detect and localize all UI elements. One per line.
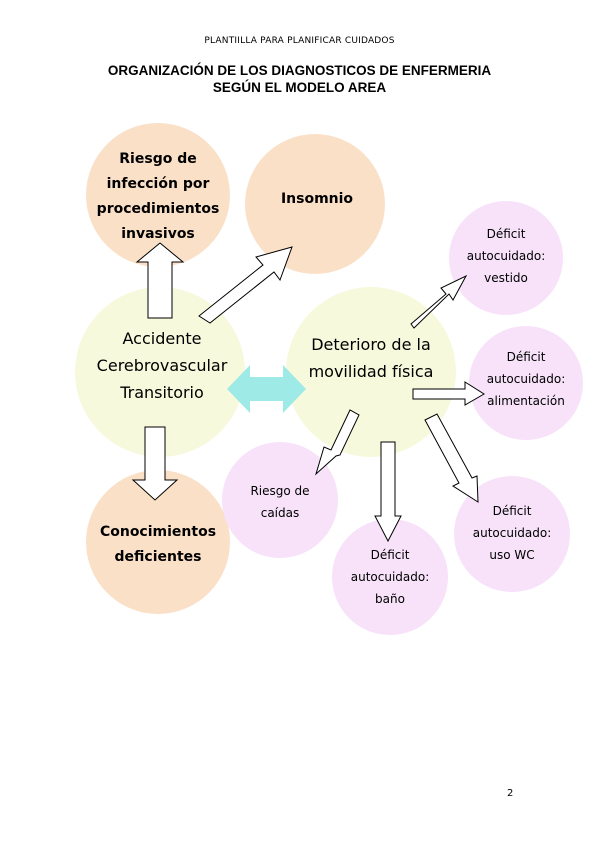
label-vestido: Déficit autocuidado: vestido: [467, 227, 546, 285]
arrow-acv-to-conocimientos: [131, 426, 179, 501]
arrow-deterioro-to-vestido: [410, 274, 468, 329]
label-line: movilidad física: [309, 362, 434, 381]
label-line: Déficit: [493, 504, 532, 518]
label-line: alimentación: [487, 394, 565, 408]
label-deterioro: Deterioro de la movilidad física: [309, 335, 434, 381]
circle-alimentacion: [469, 326, 583, 440]
label-alimentacion: Déficit autocuidado: alimentación: [487, 350, 566, 408]
arrow-deterioro-to-alimentacion: [412, 381, 485, 406]
label-line: autocuidado:: [487, 372, 566, 386]
label-line: autocuidado:: [473, 526, 552, 540]
label-line: Riesgo de: [119, 151, 196, 167]
label-line: Deterioro de la: [311, 335, 431, 354]
label-insomnio: Insomnio: [281, 191, 353, 207]
label-line: Déficit: [371, 548, 410, 562]
label-line: uso WC: [489, 548, 534, 562]
page-title: ORGANIZACIÓN DE LOS DIAGNOSTICOS DE ENFE…: [0, 62, 599, 96]
arrow-deterioro-to-bano: [374, 441, 402, 543]
arrow-acv-to-riesgo-infeccion: [135, 242, 185, 319]
circle-insomnio: [245, 134, 385, 274]
label-line: Conocimientos: [100, 524, 216, 540]
circle-riesgo-infeccion: [86, 123, 230, 267]
page-header: PLANTIILLA PARA PLANIFICAR CUIDADOS: [204, 36, 395, 46]
title-line-1: ORGANIZACIÓN DE LOS DIAGNOSTICOS DE ENFE…: [107, 63, 492, 78]
label-line: infección por: [107, 176, 210, 192]
circle-uso-wc: [454, 476, 570, 592]
label-line: vestido: [484, 271, 528, 285]
label-line: Déficit: [507, 350, 546, 364]
circle-vestido: [449, 201, 563, 315]
circle-acv: [75, 287, 245, 457]
circle-conocimientos: [86, 470, 230, 614]
label-line: Déficit: [487, 227, 526, 241]
label-line: invasivos: [121, 226, 195, 242]
double-arrow-acv-deterioro: [227, 365, 306, 413]
label-line: Cerebrovascular: [97, 356, 228, 375]
label-line: Riesgo de: [250, 484, 309, 498]
label-line: autocuidado:: [351, 570, 430, 584]
label-uso-wc: Déficit autocuidado: uso WC: [473, 504, 552, 562]
label-line: caídas: [261, 506, 300, 520]
label-line: Insomnio: [281, 191, 353, 207]
circle-bano: [332, 519, 448, 635]
arrow-deterioro-to-uso-wc: [424, 413, 479, 503]
label-line: autocuidado:: [467, 249, 546, 263]
label-line: deficientes: [115, 549, 202, 565]
title-line-2: SEGÚN EL MODELO AREA: [212, 80, 387, 95]
label-bano: Déficit autocuidado: baño: [351, 548, 430, 606]
circle-caidas: [222, 442, 338, 558]
label-conocimientos: Conocimientos deficientes: [100, 524, 216, 565]
arrow-acv-to-insomnio: [198, 246, 293, 324]
page-number: 2: [507, 788, 514, 799]
label-line: procedimientos: [97, 201, 220, 217]
arrow-deterioro-to-caidas: [315, 409, 360, 476]
label-riesgo-infeccion: Riesgo de infección por procedimientos inva…: [97, 151, 220, 242]
label-line: Transitorio: [119, 383, 204, 402]
label-line: baño: [375, 592, 405, 606]
label-line: Accidente: [123, 329, 202, 348]
label-caidas: Riesgo de caídas: [250, 484, 309, 520]
circle-deterioro: [286, 287, 456, 457]
